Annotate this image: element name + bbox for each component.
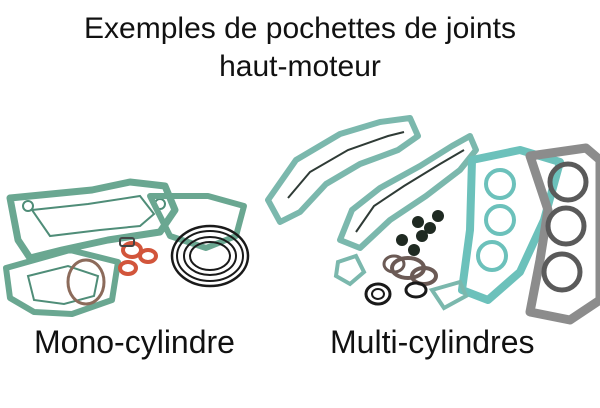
metal-head-gasket [525,143,600,325]
title-line-2: haut-moteur [219,50,381,83]
o-ring-large [170,224,250,288]
title-line-1: Exemples de pochettes de joints [84,12,516,45]
mono-cylinder-gasket-set [3,178,250,317]
multi-cylinder-caption: Multi-cylindres [330,324,535,360]
base-gasket [6,178,179,262]
page-title: Exemples de pochettes de joints haut-mot… [0,10,600,86]
lower-gasket [3,247,121,317]
red-seal [121,241,143,259]
head-gasket [147,193,247,251]
valve-cover-gasket [265,115,421,225]
mono-cylinder-caption: Mono-cylindre [34,324,235,360]
multi-cylinder-gasket-set [265,115,600,325]
